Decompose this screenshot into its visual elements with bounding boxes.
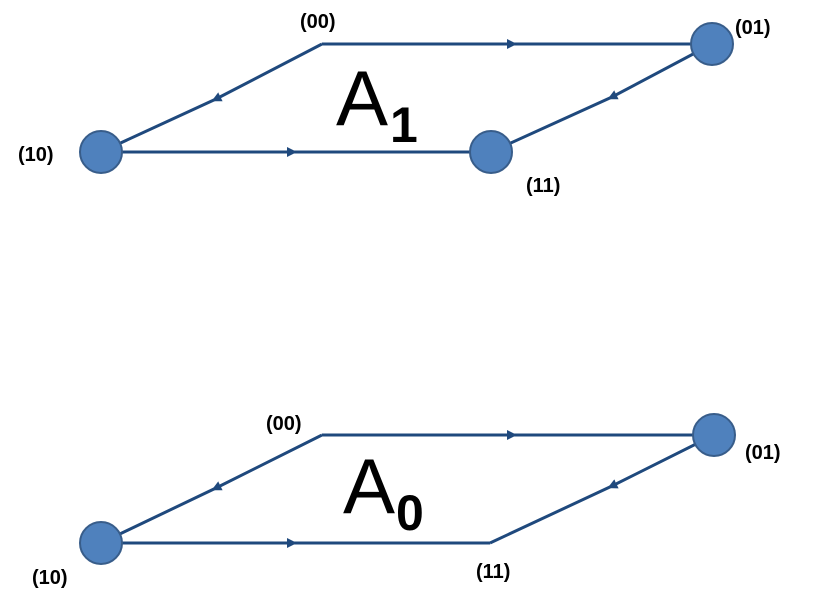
label-00: (00) bbox=[266, 413, 302, 435]
node-10 bbox=[79, 521, 123, 565]
label-11: (11) bbox=[476, 561, 510, 583]
edge-00-to-10 bbox=[100, 42, 323, 154]
edge-01-to-11 bbox=[489, 433, 715, 545]
node-01 bbox=[690, 22, 734, 66]
diagram-title-subscript: 1 bbox=[390, 97, 418, 153]
diagram-title-subscript: 0 bbox=[396, 485, 424, 541]
label-10: (10) bbox=[32, 567, 68, 589]
label-01: (01) bbox=[735, 17, 771, 39]
node-11 bbox=[469, 130, 513, 174]
diagram-a1: (00) (01) (10) (11) A 1 bbox=[18, 11, 771, 197]
edge-01-to-11 bbox=[490, 42, 713, 154]
edge-00-to-10 bbox=[100, 433, 323, 545]
diagram-a0: (00) (01) (10) (11) A 0 bbox=[32, 413, 781, 589]
label-11: (11) bbox=[526, 175, 560, 197]
label-00: (00) bbox=[300, 11, 336, 33]
diagram-title-letter: A bbox=[336, 54, 388, 142]
label-10: (10) bbox=[18, 144, 54, 166]
label-01: (01) bbox=[745, 442, 781, 464]
node-10 bbox=[79, 130, 123, 174]
diagram-title-letter: A bbox=[343, 442, 395, 530]
node-01 bbox=[692, 413, 736, 457]
